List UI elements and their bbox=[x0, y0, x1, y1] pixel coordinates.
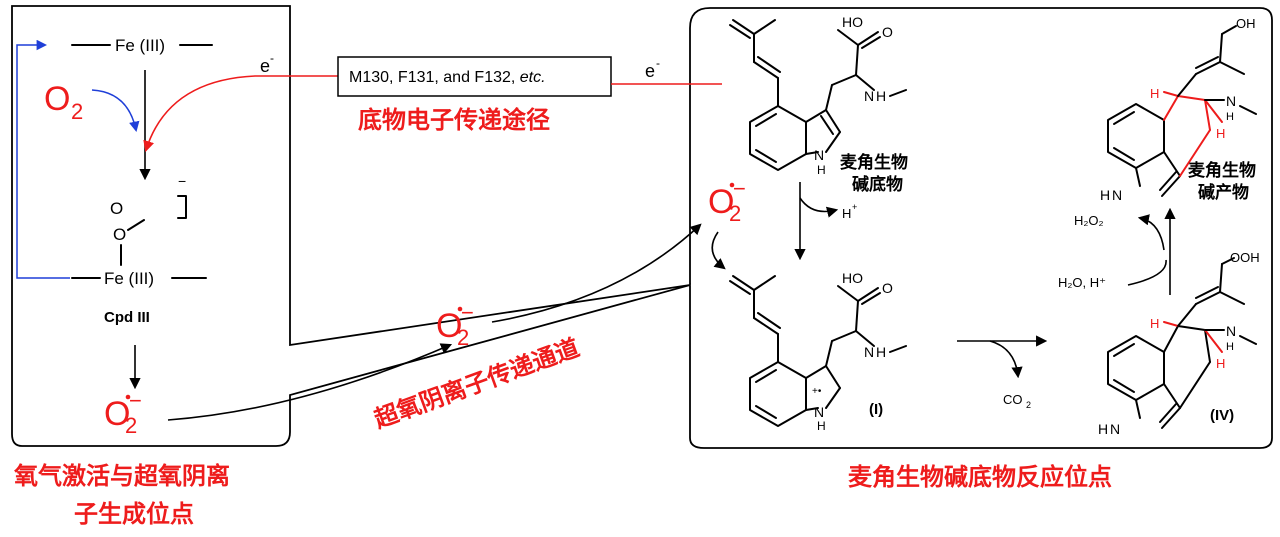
product-forming-step: H₂O, H⁺ H₂O₂ bbox=[1058, 207, 1176, 295]
iron-cycle: Fe (III) O O − Fe (III) Cpd III O 2 O − … bbox=[16, 36, 213, 438]
svg-text:H: H bbox=[1150, 86, 1159, 101]
svg-text:H: H bbox=[1098, 421, 1108, 437]
svg-text:N: N bbox=[864, 344, 874, 360]
electron-left-sup: - bbox=[270, 51, 274, 65]
intermediate-i-label: (I) bbox=[869, 401, 883, 418]
svg-text:N: N bbox=[1110, 421, 1120, 437]
svg-text:CO: CO bbox=[1003, 392, 1023, 407]
intermediate-iv-label: (IV) bbox=[1210, 407, 1234, 424]
svg-text:+: + bbox=[852, 202, 857, 212]
svg-text:H: H bbox=[1226, 341, 1234, 353]
superoxide-left-subscript: 2 bbox=[125, 413, 137, 438]
channel-arrow-upper bbox=[491, 223, 702, 323]
product-label-2: 碱产物 bbox=[1198, 182, 1249, 203]
superoxide-mid-symbol: O bbox=[436, 307, 462, 345]
o2-symbol: O bbox=[44, 80, 70, 118]
electron-right-sup: - bbox=[656, 56, 660, 70]
svg-text:2: 2 bbox=[1026, 400, 1031, 410]
fe-bottom-label: Fe (III) bbox=[104, 269, 154, 288]
left-site-frame bbox=[11, 5, 1273, 449]
radical-cation: +• bbox=[812, 386, 822, 397]
superoxide-right-symbol: O bbox=[708, 183, 734, 221]
intermediate-iv-structure: N H H H OOH N H (IV) bbox=[1098, 250, 1260, 437]
svg-text:OH: OH bbox=[1236, 16, 1256, 31]
site-right-caption: 麦角生物碱底物反应位点 bbox=[848, 463, 1112, 491]
electron-left: e bbox=[260, 56, 270, 76]
svg-text:H: H bbox=[1226, 111, 1234, 123]
peroxo-o-bound: O bbox=[113, 225, 126, 244]
peroxo-o-terminal: O bbox=[110, 199, 123, 218]
svg-text:O: O bbox=[882, 24, 893, 40]
intermediate-i-structure: N H +• HO O N H (I) bbox=[729, 270, 907, 433]
svg-text:H: H bbox=[1216, 356, 1225, 371]
superoxide-left-charge: − bbox=[129, 388, 142, 413]
svg-text:N: N bbox=[864, 88, 874, 104]
svg-text:H: H bbox=[876, 88, 886, 104]
blue-regeneration-arrow bbox=[16, 39, 70, 279]
svg-text:HO: HO bbox=[842, 270, 863, 286]
o2-binding-arrow bbox=[91, 89, 140, 133]
channel-label: 超氧阴离子传递通道 bbox=[370, 333, 583, 433]
superoxide-mid-charge: − bbox=[461, 300, 474, 325]
svg-text:N: N bbox=[1226, 93, 1236, 109]
site-left-caption-2: 子生成位点 bbox=[74, 500, 194, 528]
substrate-nh: N bbox=[814, 147, 824, 163]
substrate-label-2: 碱底物 bbox=[852, 174, 903, 195]
svg-text:H: H bbox=[842, 206, 851, 221]
svg-text:H: H bbox=[1216, 126, 1225, 141]
electron-transfer-arrow bbox=[143, 75, 338, 153]
svg-text:O: O bbox=[882, 280, 893, 296]
svg-text:H: H bbox=[817, 419, 826, 433]
product-structure: N H H H OH N H 麦角生物 碱产物 bbox=[1100, 16, 1257, 203]
electron-path-label: 底物电子传递途径 bbox=[358, 106, 550, 134]
svg-text:N: N bbox=[814, 404, 824, 420]
svg-text:N: N bbox=[1112, 187, 1122, 203]
fe-top-label: Fe (III) bbox=[115, 36, 165, 55]
svg-text:OOH: OOH bbox=[1230, 250, 1260, 265]
electron-path: e - M130, F131, and F132, etc. e - 底物电子传… bbox=[143, 51, 722, 153]
svg-text:H: H bbox=[817, 163, 826, 177]
substrate-structure: N H HO O N H 麦角生物 碱底物 H + bbox=[729, 14, 908, 261]
superoxide-right-charge: − bbox=[733, 176, 746, 201]
residues-box bbox=[337, 56, 612, 97]
substrate-label-1: 麦角生物 bbox=[840, 152, 908, 173]
svg-text:H₂O, H⁺: H₂O, H⁺ bbox=[1058, 275, 1106, 290]
residues-label: M130, F131, and F132, etc. bbox=[349, 69, 546, 86]
svg-text:H₂O₂: H₂O₂ bbox=[1074, 213, 1104, 228]
decarboxylation-step: CO 2 bbox=[957, 335, 1048, 410]
electron-right: e bbox=[645, 61, 655, 81]
o2-subscript: 2 bbox=[71, 99, 83, 124]
site-left-caption-1: 氧气激活与超氧阴离 bbox=[14, 462, 230, 490]
svg-text:HO: HO bbox=[842, 14, 863, 30]
superoxide-mid-subscript: 2 bbox=[457, 325, 469, 350]
svg-text:N: N bbox=[1226, 323, 1236, 339]
superoxide-left-symbol: O bbox=[104, 395, 130, 433]
channel-arrow-lower bbox=[167, 343, 453, 421]
cpd-iii-label: Cpd III bbox=[104, 309, 150, 326]
svg-text:H: H bbox=[1150, 316, 1159, 331]
svg-text:H: H bbox=[1100, 187, 1110, 203]
peroxo-charge: − bbox=[178, 173, 186, 189]
superoxide-right-subscript: 2 bbox=[729, 201, 741, 226]
superoxide-channel: O − 2 超氧阴离子传递通道 O − 2 bbox=[167, 176, 746, 434]
svg-text:H: H bbox=[876, 344, 886, 360]
product-label-1: 麦角生物 bbox=[1188, 160, 1256, 181]
